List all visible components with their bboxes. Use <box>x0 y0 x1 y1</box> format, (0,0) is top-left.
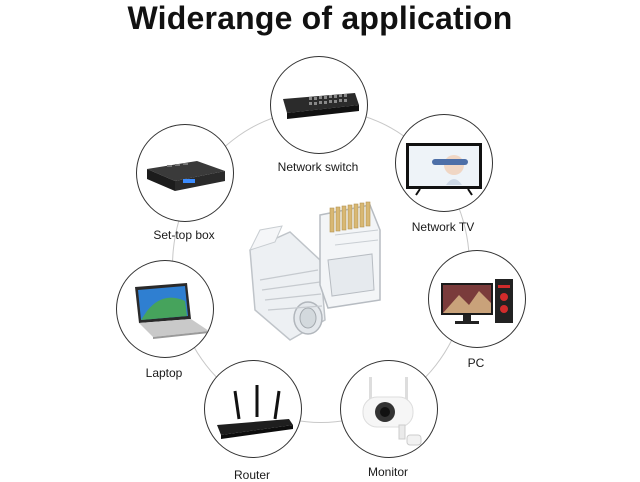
device-pc <box>428 250 526 348</box>
device-label-network-tv: Network TV <box>411 220 475 234</box>
device-network-switch <box>270 56 368 154</box>
device-label-set-top-box: Set-top box <box>153 228 215 242</box>
router-icon <box>217 385 293 439</box>
device-label-network-switch: Network switch <box>277 160 359 174</box>
device-monitor <box>340 360 438 458</box>
device-label-laptop: Laptop <box>145 366 183 380</box>
device-laptop <box>116 260 214 358</box>
set-top-box-icon <box>147 161 225 191</box>
device-router <box>204 360 302 458</box>
page-title: Widerange of application <box>127 0 513 36</box>
rj45-connector-icon <box>220 190 420 360</box>
device-label-monitor: Monitor <box>367 465 409 479</box>
network-switch-icon <box>283 93 359 119</box>
tv-icon <box>406 143 482 196</box>
device-label-pc: PC <box>467 356 485 370</box>
device-label-router: Router <box>233 468 271 482</box>
security-camera-icon <box>362 377 422 446</box>
desktop-pc-icon <box>441 279 513 324</box>
device-network-tv <box>395 114 493 212</box>
device-set-top-box <box>136 124 234 222</box>
laptop-icon <box>135 283 209 339</box>
